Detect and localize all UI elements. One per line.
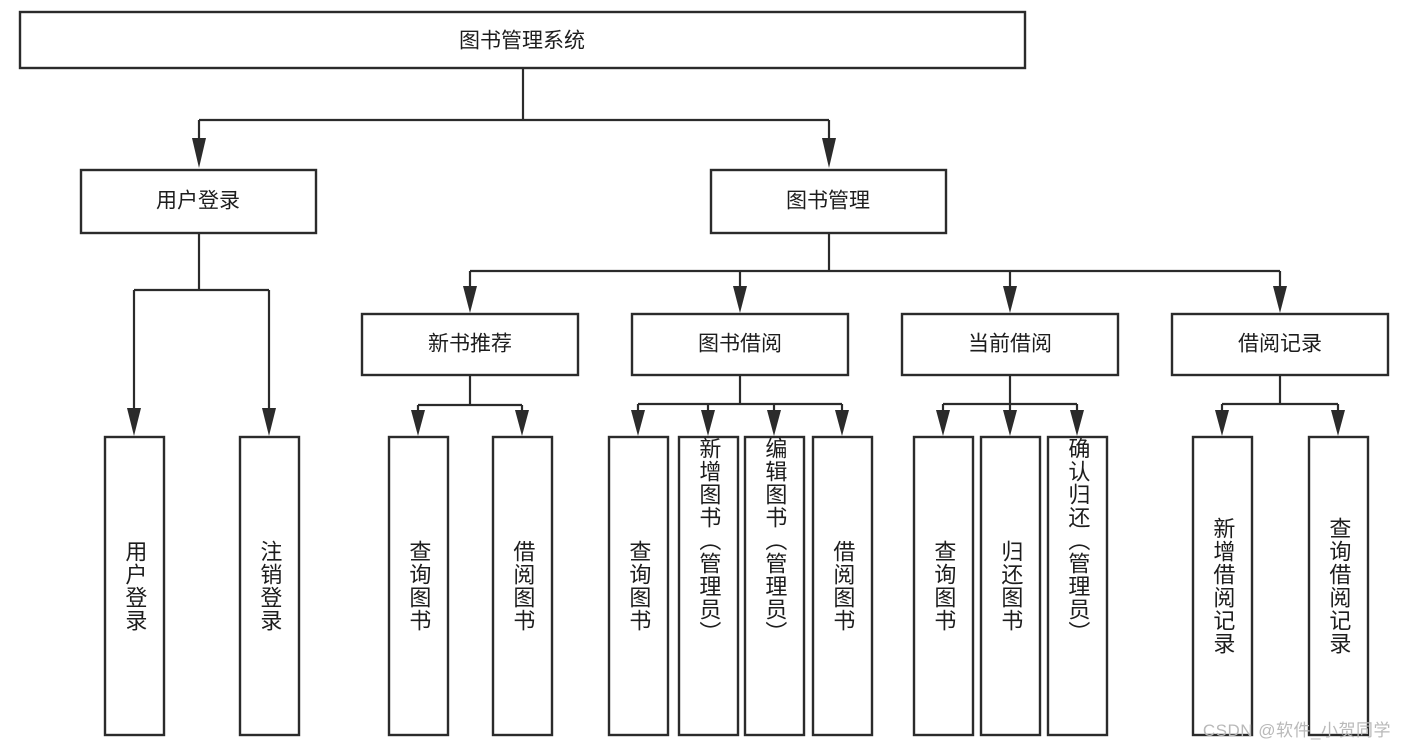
arrowhead-leaf-confirm-return — [1070, 410, 1084, 436]
node-new-book-recommend-box[interactable] — [360, 312, 580, 377]
arrowhead-leaf-borrow-book-2 — [835, 410, 849, 436]
leaf-box-query-book-2[interactable] — [607, 435, 670, 737]
connector-group-book-manage — [463, 233, 1287, 313]
node-current-borrow-box[interactable] — [900, 312, 1120, 377]
arrowhead-leaf-add-book — [701, 410, 715, 436]
node-book-borrow-box[interactable] — [630, 312, 850, 377]
leaf-box-edit-book[interactable] — [743, 435, 806, 737]
node-current-borrow[interactable]: 当前借阅 — [900, 312, 1120, 377]
node-borrow-record-box[interactable] — [1170, 312, 1390, 377]
connector-group-new-book-recommend — [411, 375, 529, 436]
node-user-login-label: 用户登录 — [156, 190, 240, 213]
node-root-box[interactable] — [18, 10, 1027, 70]
node-root[interactable]: 图书管理系统 — [18, 10, 1027, 70]
connector-group-user-login — [127, 233, 276, 436]
leaf-box-query-record[interactable] — [1307, 435, 1370, 737]
arrowhead-leaf-return-book — [1003, 410, 1017, 436]
leaf-box-confirm-return[interactable] — [1046, 435, 1109, 737]
arrowhead-user-login — [192, 138, 206, 168]
connector-group-root — [192, 68, 836, 168]
arrowhead-borrow-record — [1273, 286, 1287, 313]
leaf-box-query-book-1[interactable] — [387, 435, 450, 737]
watermark-label: CSDN @软件_小贺同学 — [1202, 721, 1391, 740]
node-user-login-box[interactable] — [79, 168, 318, 235]
arrowhead-leaf-borrow-book-1 — [515, 410, 529, 436]
connector-group-book-borrow — [631, 375, 849, 436]
leaf-box-borrow-book-1[interactable] — [491, 435, 554, 737]
leaf-box-user-login[interactable] — [103, 435, 166, 737]
arrowhead-current-borrow — [1003, 286, 1017, 313]
node-book-manage-box[interactable] — [709, 168, 948, 235]
arrowhead-book-borrow — [733, 286, 747, 313]
leaf-box-add-book[interactable] — [677, 435, 740, 737]
node-borrow-record-label: 借阅记录 — [1238, 333, 1322, 356]
node-new-book-recommend[interactable]: 新书推荐 — [360, 312, 580, 377]
node-current-borrow-label: 当前借阅 — [968, 333, 1052, 356]
arrowhead-leaf-query-book-3 — [936, 410, 950, 436]
arrowhead-book-manage — [822, 138, 836, 168]
arrowhead-leaf-edit-book — [767, 410, 781, 436]
arrowhead-leaf-user-login — [127, 408, 141, 436]
arrowhead-leaf-logout-login — [262, 408, 276, 436]
arrowhead-leaf-query-book-1 — [411, 410, 425, 436]
node-borrow-record[interactable]: 借阅记录 — [1170, 312, 1390, 377]
node-new-book-recommend-label: 新书推荐 — [428, 333, 512, 356]
leaf-box-logout-login[interactable] — [238, 435, 301, 737]
node-user-login[interactable]: 用户登录 — [79, 168, 318, 235]
arrowhead-leaf-query-book-2 — [631, 410, 645, 436]
node-book-borrow[interactable]: 图书借阅 — [630, 312, 850, 377]
arrowhead-new-book-recommend — [463, 286, 477, 313]
leaf-box-query-book-3[interactable] — [912, 435, 975, 737]
connector-group-borrow-record — [1215, 375, 1345, 436]
arrowhead-leaf-add-record — [1215, 410, 1229, 436]
node-book-manage[interactable]: 图书管理 — [709, 168, 948, 235]
node-book-manage-label: 图书管理 — [786, 190, 870, 213]
leaf-box-return-book[interactable] — [979, 435, 1042, 737]
connector-group-current-borrow — [936, 375, 1084, 436]
leaf-box-borrow-book-2[interactable] — [811, 435, 874, 737]
leaf-box-add-record[interactable] — [1191, 435, 1254, 737]
arrowhead-leaf-query-record — [1331, 410, 1345, 436]
node-book-borrow-label: 图书借阅 — [698, 333, 782, 356]
node-root-label: 图书管理系统 — [459, 30, 585, 53]
